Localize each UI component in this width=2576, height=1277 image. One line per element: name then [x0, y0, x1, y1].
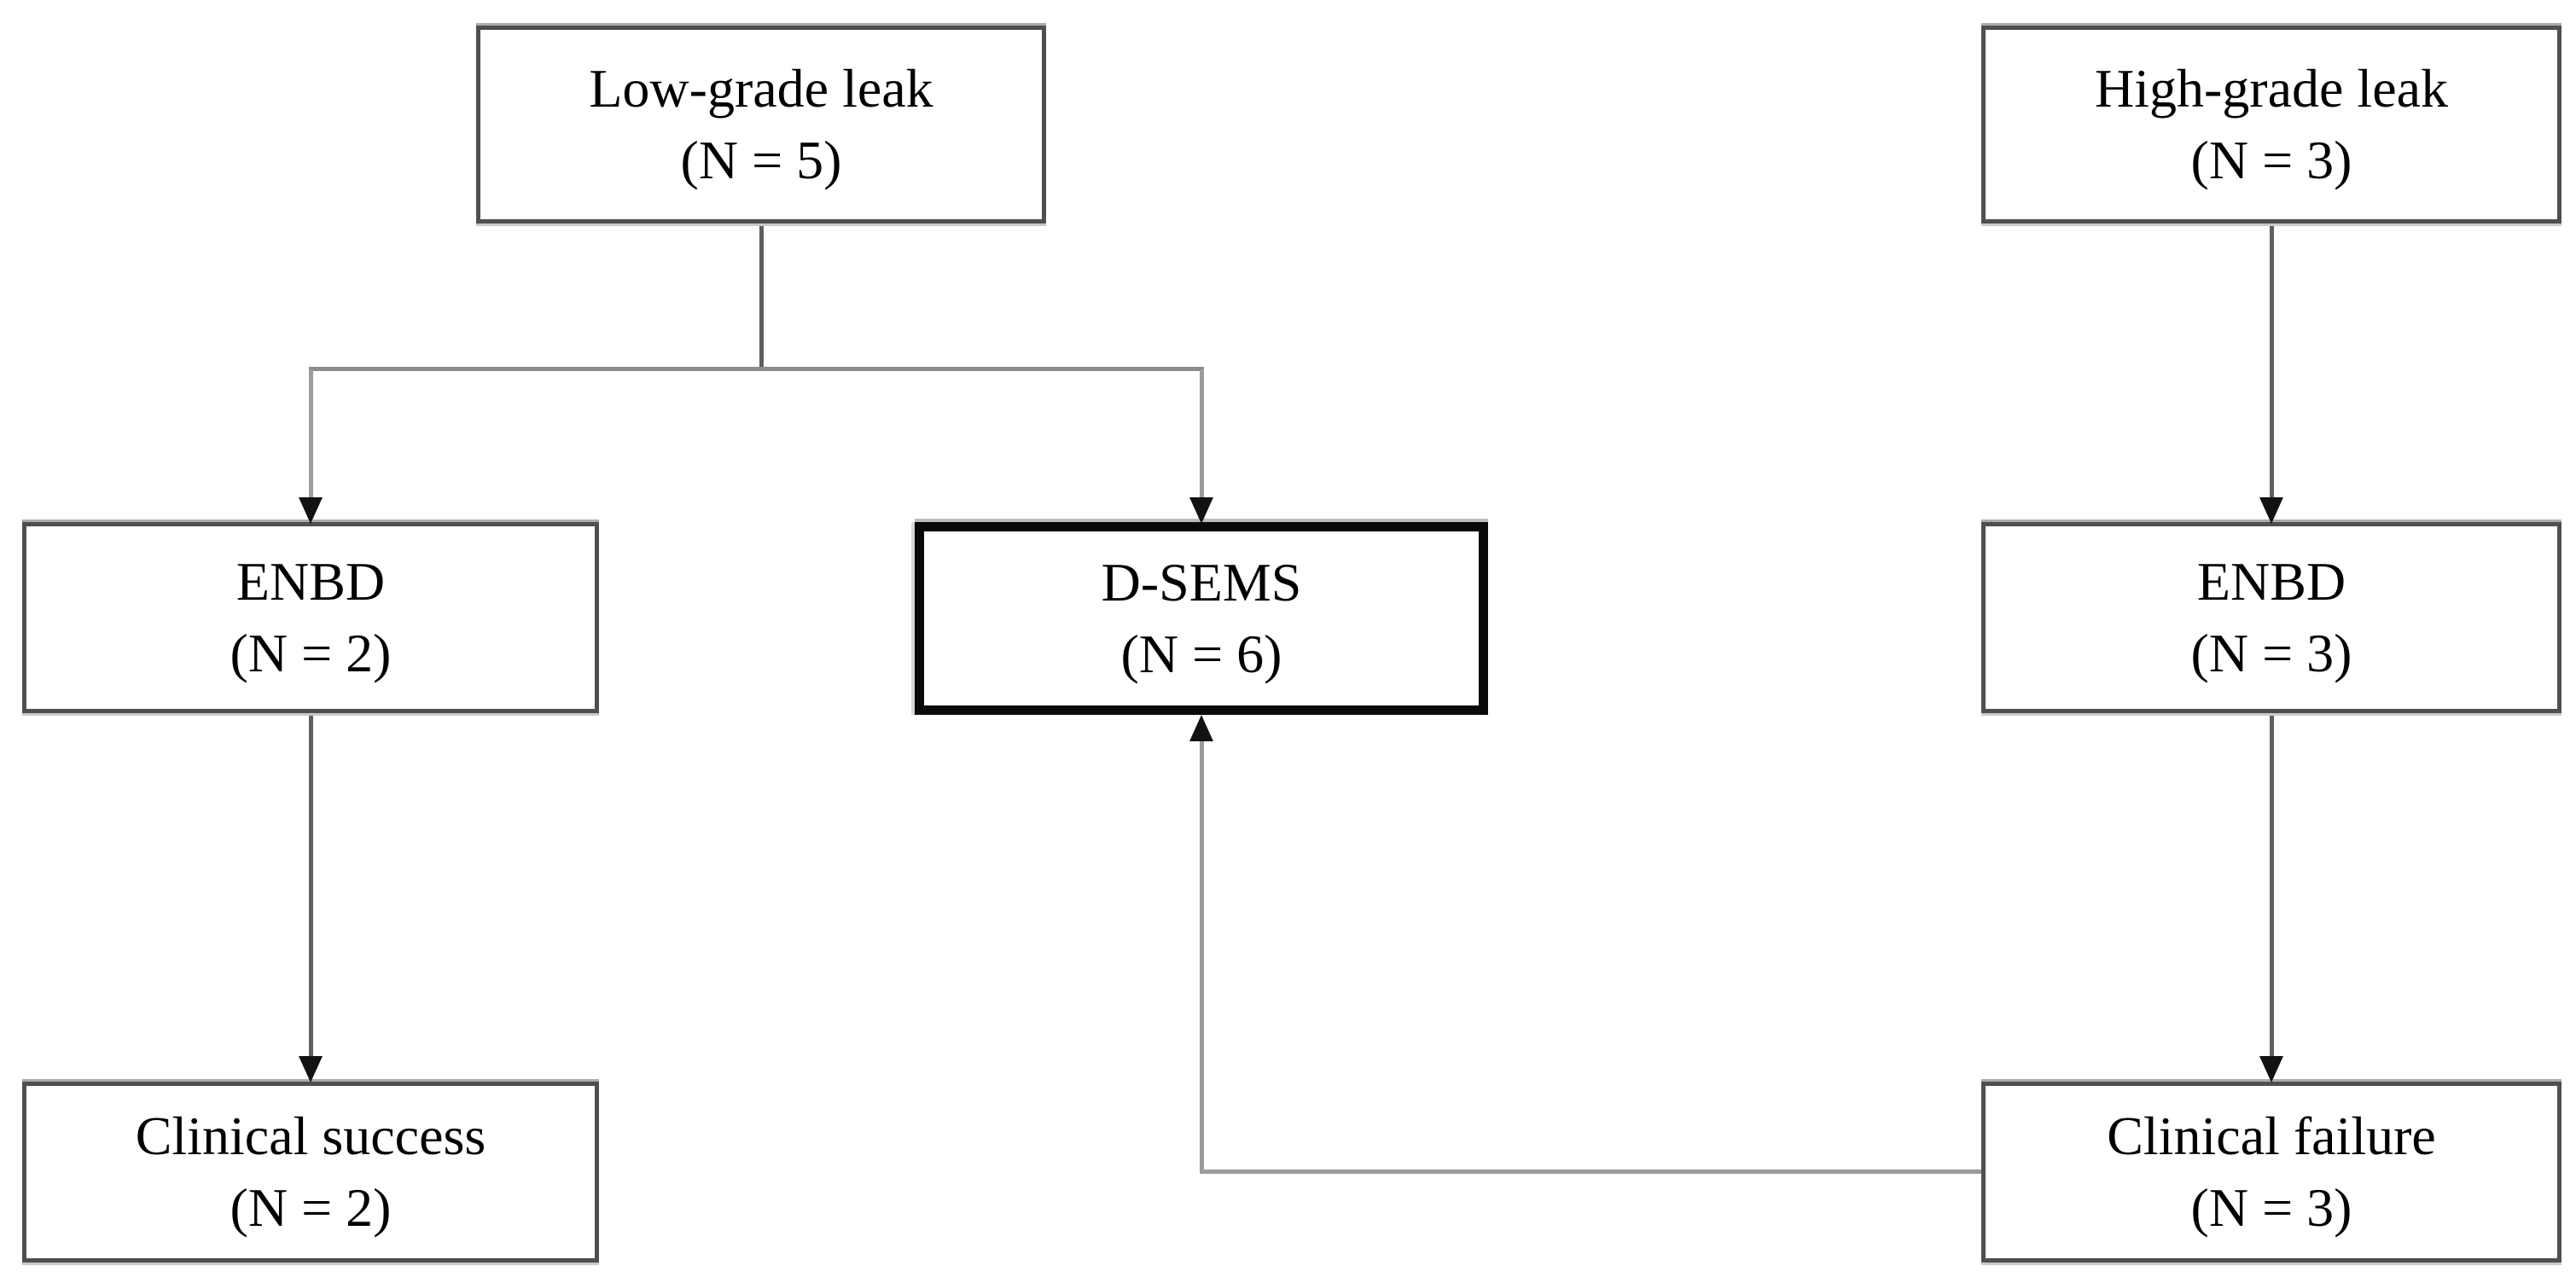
- node-count: (N = 5): [680, 130, 842, 190]
- node-enbd-high-grade: ENBD (N = 3): [1981, 522, 2561, 713]
- node-label: ENBD: [2196, 550, 2346, 612]
- node-label: ENBD: [236, 550, 386, 612]
- connector-failure-to-dsems-vertical: [1200, 739, 1204, 1174]
- arrowhead-down-icon: [299, 497, 323, 524]
- connector-lowgrade-stem: [759, 223, 764, 369]
- connector-split-to-dsems: [1200, 369, 1204, 499]
- connector-failure-to-dsems-horizontal: [1200, 1170, 1981, 1174]
- node-label: D-SEMS: [1101, 551, 1302, 612]
- node-d-sems: D-SEMS (N = 6): [915, 522, 1488, 715]
- node-label: High-grade leak: [2094, 57, 2449, 119]
- connector-split-to-enbd: [309, 369, 313, 499]
- node-count: (N = 2): [230, 1177, 392, 1238]
- arrowhead-down-icon: [2259, 497, 2283, 524]
- node-count: (N = 3): [2190, 130, 2352, 190]
- node-clinical-success: Clinical success (N = 2): [22, 1082, 599, 1262]
- node-count: (N = 3): [2190, 1177, 2352, 1238]
- node-count: (N = 2): [230, 623, 392, 683]
- connector-highgrade-to-enbd: [2270, 223, 2274, 499]
- node-clinical-failure: Clinical failure (N = 3): [1981, 1082, 2561, 1262]
- connector-enbd-to-success: [309, 713, 313, 1056]
- arrowhead-down-icon: [299, 1056, 323, 1083]
- node-high-grade-leak: High-grade leak (N = 3): [1981, 26, 2561, 223]
- node-low-grade-leak: Low-grade leak (N = 5): [476, 26, 1046, 223]
- node-count: (N = 6): [1120, 624, 1282, 684]
- connector-lowgrade-split-bar: [309, 367, 1204, 371]
- node-count: (N = 3): [2190, 623, 2352, 683]
- node-enbd-low-grade: ENBD (N = 2): [22, 522, 599, 713]
- arrowhead-down-icon: [2259, 1056, 2283, 1083]
- arrowhead-down-icon: [1189, 497, 1213, 524]
- connector-enbd-to-failure: [2270, 713, 2274, 1056]
- node-label: Clinical success: [135, 1105, 486, 1166]
- arrowhead-up-icon: [1189, 715, 1213, 741]
- node-label: Low-grade leak: [589, 57, 933, 119]
- node-label: Clinical failure: [2107, 1105, 2436, 1166]
